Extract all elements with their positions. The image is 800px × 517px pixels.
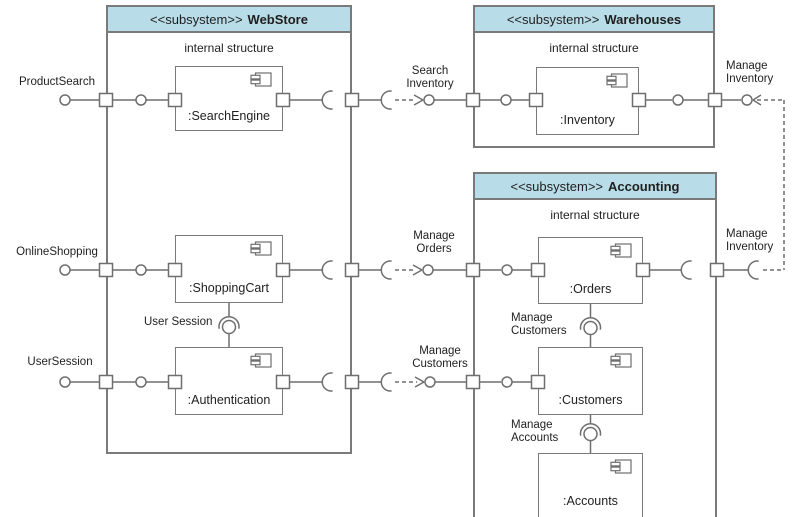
label-line: Manage	[413, 230, 455, 242]
internal-structure-label: internal structure	[184, 41, 274, 55]
label-line: Accounts	[511, 432, 559, 444]
component-shopping-cart: :ShoppingCart	[175, 235, 283, 303]
component-name: :SearchEngine	[187, 109, 270, 123]
subsystem-name: WebStore	[247, 11, 308, 27]
provided-interface-ball-icon	[59, 94, 71, 106]
required-interface-socket-icon	[380, 90, 393, 110]
interface-label-online-shopping: OnlineShopping	[16, 246, 98, 258]
connector-label-manage-orders: Manage Orders	[398, 230, 470, 256]
provided-interface-ball-icon	[423, 94, 435, 106]
internal-structure-label: internal structure	[550, 208, 640, 222]
component-name: :Orders	[569, 282, 612, 296]
provided-interface-ball-icon	[59, 264, 71, 276]
label-line: Inventory	[726, 241, 774, 253]
component-name: :Accounts	[563, 494, 618, 508]
provided-interface-ball-icon	[424, 376, 436, 388]
interface-label-user-session: UserSession	[27, 356, 93, 368]
label-line: Customers	[412, 358, 468, 370]
subsystem-stereotype: <<subsystem>>	[510, 178, 604, 194]
subsystem-accounting: <<subsystem>> Accounting internal struct…	[473, 172, 717, 517]
component-customers: :Customers	[538, 347, 643, 415]
connector-label-manage-customers: Manage Customers	[399, 345, 481, 371]
label-line: Manage	[726, 60, 768, 72]
subsystem-warehouses-header: <<subsystem>> Warehouses	[475, 7, 713, 33]
subsystem-accounting-header: <<subsystem>> Accounting	[475, 174, 715, 200]
subsystem-webstore-header: <<subsystem>> WebStore	[108, 7, 350, 33]
label-line: Manage	[419, 345, 461, 357]
required-interface-socket-icon	[747, 260, 760, 280]
component-name: :Customers	[558, 393, 623, 407]
connector-label-manage-customers-inner: Manage Customers	[511, 312, 581, 338]
connector-label-user-session: User Session	[144, 316, 213, 328]
label-line: Customers	[511, 325, 567, 337]
component-authentication: :Authentication	[175, 347, 283, 415]
dependency-arrowhead-icon	[752, 94, 762, 106]
dependency-arrowhead-icon	[413, 94, 424, 106]
provided-interface-ball-icon	[741, 94, 753, 106]
component-accounts: :Accounts	[538, 453, 643, 517]
required-interface-socket-icon	[380, 260, 393, 280]
connector-label-manage-inventory-top: Manage Inventory	[726, 60, 790, 86]
connector-label-manage-accounts-inner: Manage Accounts	[511, 419, 581, 445]
component-inventory: :Inventory	[536, 67, 639, 135]
provided-interface-ball-icon	[422, 264, 434, 276]
label-line: Orders	[416, 243, 452, 255]
component-name: :Authentication	[187, 393, 271, 407]
component-name: :Inventory	[560, 113, 615, 127]
label-line: Manage	[726, 228, 768, 240]
label-line: Inventory	[406, 78, 454, 90]
connector-label-search-inventory: Search Inventory	[394, 65, 466, 91]
component-search-engine: :SearchEngine	[175, 66, 283, 131]
subsystem-name: Warehouses	[604, 11, 682, 27]
interface-label-product-search: ProductSearch	[18, 76, 96, 88]
required-interface-socket-icon	[380, 372, 393, 392]
component-name: :ShoppingCart	[189, 281, 269, 295]
provided-interface-ball-icon	[59, 376, 71, 388]
subsystem-warehouses: <<subsystem>> Warehouses internal struct…	[473, 5, 715, 148]
component-orders: :Orders	[538, 237, 643, 304]
subsystem-stereotype: <<subsystem>>	[150, 11, 243, 27]
label-line: Search	[411, 65, 449, 77]
internal-structure-label: internal structure	[549, 41, 639, 55]
subsystem-stereotype: <<subsystem>>	[506, 11, 600, 27]
subsystem-webstore: <<subsystem>> WebStore internal structur…	[106, 5, 352, 454]
dependency-arrowhead-icon	[412, 264, 423, 276]
label-line: Manage	[511, 312, 553, 324]
dependency-arrowhead-icon	[414, 376, 425, 388]
subsystem-name: Accounting	[608, 178, 680, 194]
label-line: Manage	[511, 419, 553, 431]
label-line: Inventory	[726, 73, 774, 85]
connector-label-manage-inventory-side: Manage Inventory	[726, 228, 790, 254]
